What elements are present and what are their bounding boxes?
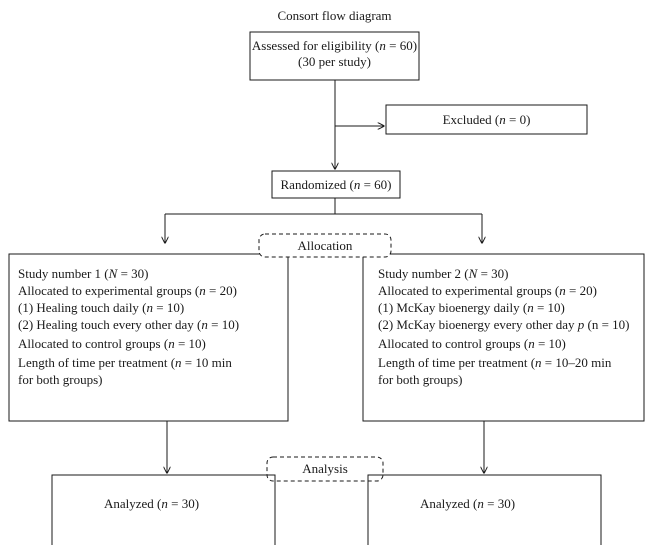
allocation-box — [258, 233, 392, 258]
study2-line: Allocated to experimental groups (n = 20… — [378, 283, 597, 298]
study1-text: Study number 1 (N = 30) Allocated to exp… — [18, 265, 283, 388]
randomized-label: Randomized (n = 60) — [280, 177, 392, 192]
diagram-title: Consort flow diagram — [277, 8, 392, 23]
analyzed-right-label: Analyzed (n = 30) — [420, 496, 516, 511]
study2-box — [362, 253, 645, 422]
study1-line: Allocated to control groups (n = 10) — [18, 336, 206, 351]
study2-line: for both groups) — [378, 372, 463, 387]
excluded-box — [385, 104, 588, 135]
study1-line: Allocated to experimental groups (n = 20… — [18, 283, 237, 298]
analysis-box — [266, 456, 384, 482]
analyzed-right-box — [367, 474, 602, 545]
study1-line: (2) Healing touch every other day (n = 1… — [18, 317, 240, 332]
analysis-label: Analysis — [302, 461, 348, 476]
study2-line: Allocated to control groups (n = 10) — [378, 336, 566, 351]
analyzed-left-box — [51, 474, 276, 545]
study1-box — [8, 253, 289, 422]
eligibility-label: Assessed for eligibility (n = 60) (30 pe… — [251, 38, 418, 69]
randomized-box — [271, 170, 401, 199]
study2-line: Study number 2 (N = 30) — [378, 266, 509, 281]
study2-line: Length of time per treatment (n = 10–20 … — [378, 355, 612, 370]
study1-line: Length of time per treatment (n = 10 min — [18, 355, 232, 370]
excluded-label: Excluded (n = 0) — [442, 112, 531, 127]
study1-line: for both groups) — [18, 372, 103, 387]
allocation-label: Allocation — [297, 238, 353, 253]
study2-line: (2) McKay bioenergy every other day p (n… — [378, 317, 630, 332]
study1-line: (1) Healing touch daily (n = 10) — [18, 300, 185, 315]
study2-text: Study number 2 (N = 30) Allocated to exp… — [378, 265, 640, 388]
study1-line: Study number 1 (N = 30) — [18, 266, 149, 281]
study2-line: (1) McKay bioenergy daily (n = 10) — [378, 300, 565, 315]
analyzed-left-label: Analyzed (n = 30) — [104, 496, 200, 511]
